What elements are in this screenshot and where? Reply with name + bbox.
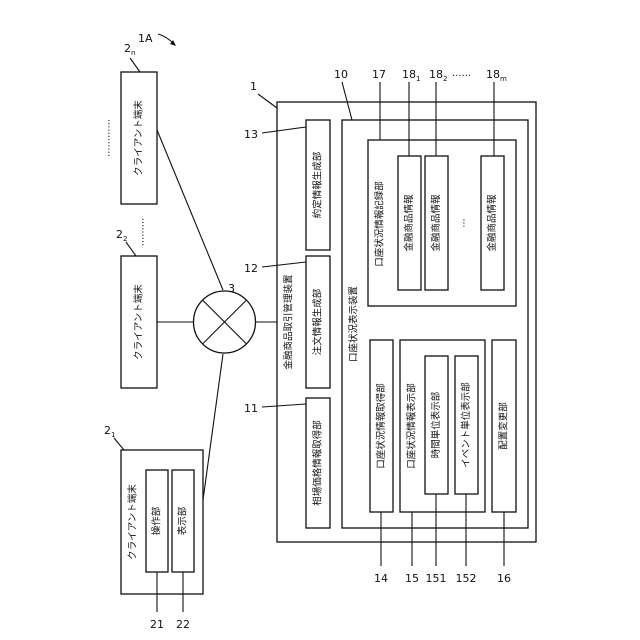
client-terminal-n-ref: 2n: [124, 42, 135, 57]
network-ref: 3: [228, 282, 235, 295]
operation-unit-ref: 21: [150, 618, 164, 631]
client-terminal-2-ref: 22: [116, 228, 127, 243]
management-device-ref: 1: [250, 80, 257, 93]
leader-client-n: [130, 58, 140, 72]
client-terminal-1-label: クライアント端末: [127, 484, 139, 560]
contract-info-generator-ref: 13: [244, 128, 258, 141]
financial-product-info-1-ref: 181: [402, 68, 420, 83]
market-price-acquirer-ref: 11: [244, 402, 258, 415]
display-unit-ref: 22: [176, 618, 190, 631]
financial-product-info-m-label: 金融商品情報: [486, 194, 498, 252]
account-record-unit-ref: 17: [372, 68, 386, 81]
event-unit-display-ref: 152: [456, 572, 477, 585]
management-device-title: 金融商品取引管理装置: [283, 274, 295, 369]
financial-product-info-2-label: 金融商品情報: [430, 194, 442, 252]
order-info-generator-ref: 12: [244, 262, 258, 275]
event-unit-display-label: イベント単位表示部: [460, 382, 472, 468]
financial-product-ellipsis: …: [457, 218, 468, 228]
account-info-acquirer-ref: 14: [374, 572, 388, 585]
client-terminal-2-label: クライアント端末: [133, 284, 145, 360]
client-top-dots: …………: [102, 119, 113, 157]
leader-1: [258, 94, 277, 108]
layout-change-unit-ref: 16: [497, 572, 511, 585]
client-terminal-n-label: クライアント端末: [133, 100, 145, 176]
financial-product-top-ellipsis: ……: [452, 68, 471, 79]
figure-label: 1A: [138, 32, 153, 45]
account-display-device-ref: 10: [334, 68, 348, 81]
leader-client-2: [126, 242, 136, 256]
contract-info-generator-label: 約定情報生成部: [312, 152, 324, 219]
financial-product-info-2-ref: 182: [429, 68, 447, 83]
time-unit-display-ref: 151: [426, 572, 447, 585]
account-record-unit-title: 口座状況情報記録部: [374, 181, 386, 267]
client-terminal-1-ref: 21: [104, 424, 115, 439]
account-info-display-unit-ref: 15: [405, 572, 419, 585]
financial-product-info-1-label: 金融商品情報: [403, 194, 415, 252]
financial-product-info-m-ref: 18m: [486, 68, 507, 83]
order-info-generator-label: 注文情報生成部: [312, 289, 324, 356]
display-unit-label: 表示部: [177, 507, 189, 536]
account-display-device-title: 口座状況表示装置: [348, 286, 360, 362]
operation-unit-label: 操作部: [151, 507, 163, 536]
network-node: [194, 291, 256, 353]
account-info-display-unit-title: 口座状況情報表示部: [406, 383, 418, 469]
time-unit-display-label: 時間単位表示部: [430, 392, 442, 459]
leader-client-1: [114, 438, 124, 450]
market-price-acquirer-label: 相場価格情報取得部: [312, 420, 324, 506]
account-info-acquirer-label: 口座状況情報取得部: [375, 383, 387, 469]
client-mid-dots: ………: [136, 218, 147, 247]
layout-change-unit-label: 配置変更部: [498, 402, 510, 450]
